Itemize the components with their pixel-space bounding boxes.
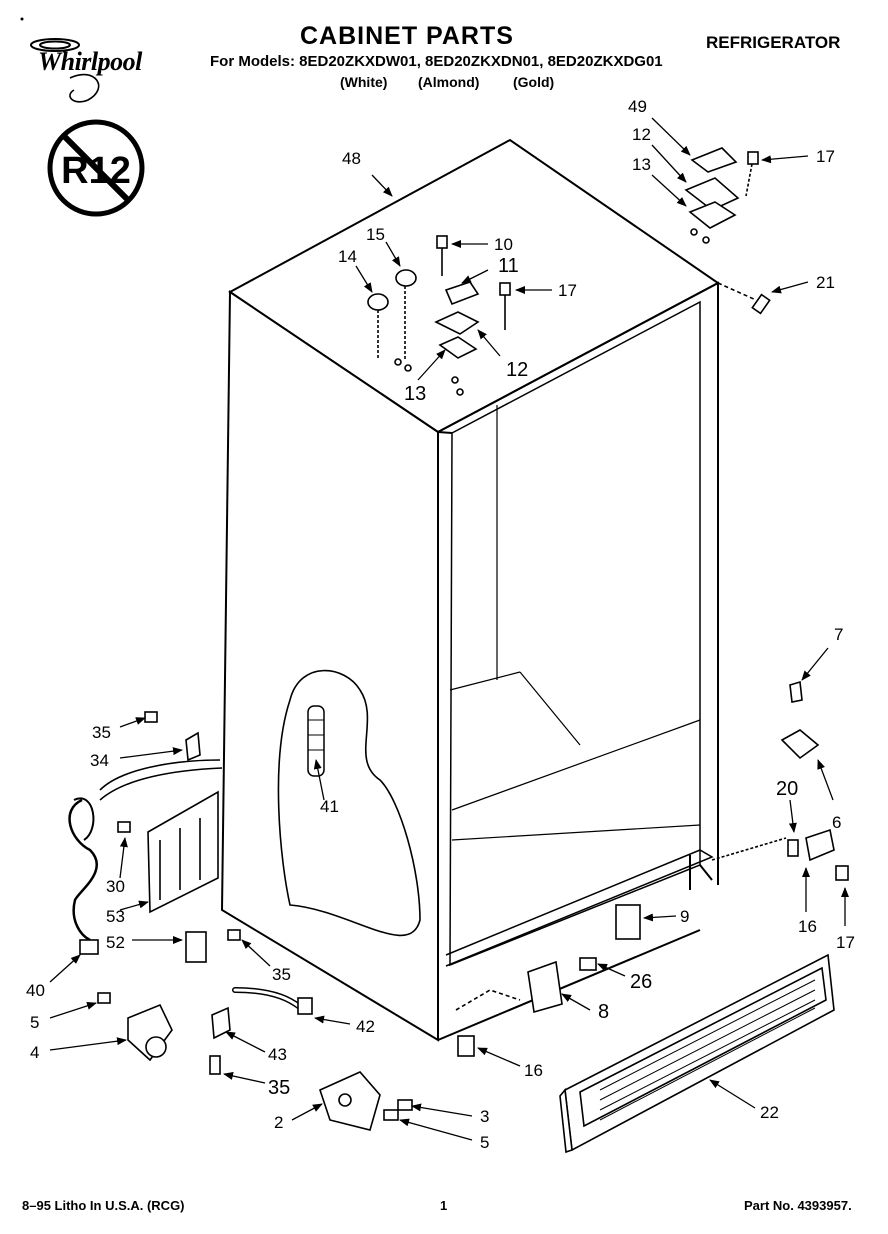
callout-48: 48: [342, 149, 361, 168]
left-components: [68, 711, 413, 1131]
callout-21: 21: [816, 273, 835, 292]
callout-22: 22: [760, 1103, 779, 1122]
callout-12: 12: [632, 125, 651, 144]
callout-20: 20: [776, 778, 798, 800]
center-hinge-assembly: [367, 235, 511, 396]
variant-gold: (Gold): [513, 74, 555, 90]
callout-52: 52: [106, 933, 125, 952]
part-number: Part No. 4393957.: [744, 1198, 852, 1213]
callout-3: 3: [480, 1107, 489, 1126]
callout-30: 30: [106, 877, 125, 896]
no-r12-badge: R12: [47, 119, 145, 217]
callout-42: 42: [356, 1017, 375, 1036]
variant-almond: (Almond): [418, 74, 480, 90]
callout-34: 34: [90, 751, 109, 770]
page-number: 1: [440, 1198, 448, 1213]
print-info: 8–95 Litho In U.S.A. (RCG): [22, 1198, 185, 1213]
callout-53: 53: [106, 907, 125, 926]
callout-17: 17: [558, 281, 577, 300]
callout-15: 15: [366, 225, 385, 244]
callout-35: 35: [92, 723, 111, 742]
callout-13: 13: [404, 383, 426, 405]
callout-40: 40: [26, 981, 45, 1000]
callout-35: 35: [272, 965, 291, 984]
callout-7: 7: [834, 625, 843, 644]
callout-26: 26: [630, 971, 652, 993]
callout-5: 5: [30, 1013, 39, 1032]
right-components: [455, 680, 849, 1154]
callout-16: 16: [798, 917, 817, 936]
variant-white: (White): [340, 74, 388, 90]
callout-13: 13: [632, 155, 651, 174]
model-list: For Models: 8ED20ZKXDW01, 8ED20ZKXDN01, …: [210, 53, 663, 70]
callout-49: 49: [628, 97, 647, 116]
callout-10: 10: [494, 235, 513, 254]
callout-4: 4: [30, 1043, 39, 1062]
refrigerator-cabinet: [220, 138, 720, 1042]
callout-17: 17: [816, 147, 835, 166]
callout-12: 12: [506, 359, 528, 381]
callout-35: 35: [268, 1077, 290, 1099]
callout-5: 5: [480, 1133, 489, 1152]
callout-6: 6: [832, 813, 841, 832]
callout-numbers: 48 49 12 13 17 21 10 11 17 12 13 14 15 7…: [26, 97, 855, 1152]
callout-43: 43: [268, 1045, 287, 1064]
callout-14: 14: [338, 247, 357, 266]
corner-dot: [20, 17, 24, 21]
callout-41: 41: [320, 797, 339, 816]
callout-16: 16: [524, 1061, 543, 1080]
leader-lines: [49, 117, 849, 1141]
callout-9: 9: [680, 907, 689, 926]
callout-11: 11: [498, 255, 519, 277]
callout-8: 8: [598, 1001, 609, 1023]
page-title: CABINET PARTS: [300, 22, 514, 50]
appliance-category: REFRIGERATOR: [706, 33, 841, 52]
whirlpool-emblem: [30, 38, 100, 103]
callout-17: 17: [836, 933, 855, 952]
right-hinge-assembly: [684, 147, 771, 315]
callout-2: 2: [274, 1113, 283, 1132]
